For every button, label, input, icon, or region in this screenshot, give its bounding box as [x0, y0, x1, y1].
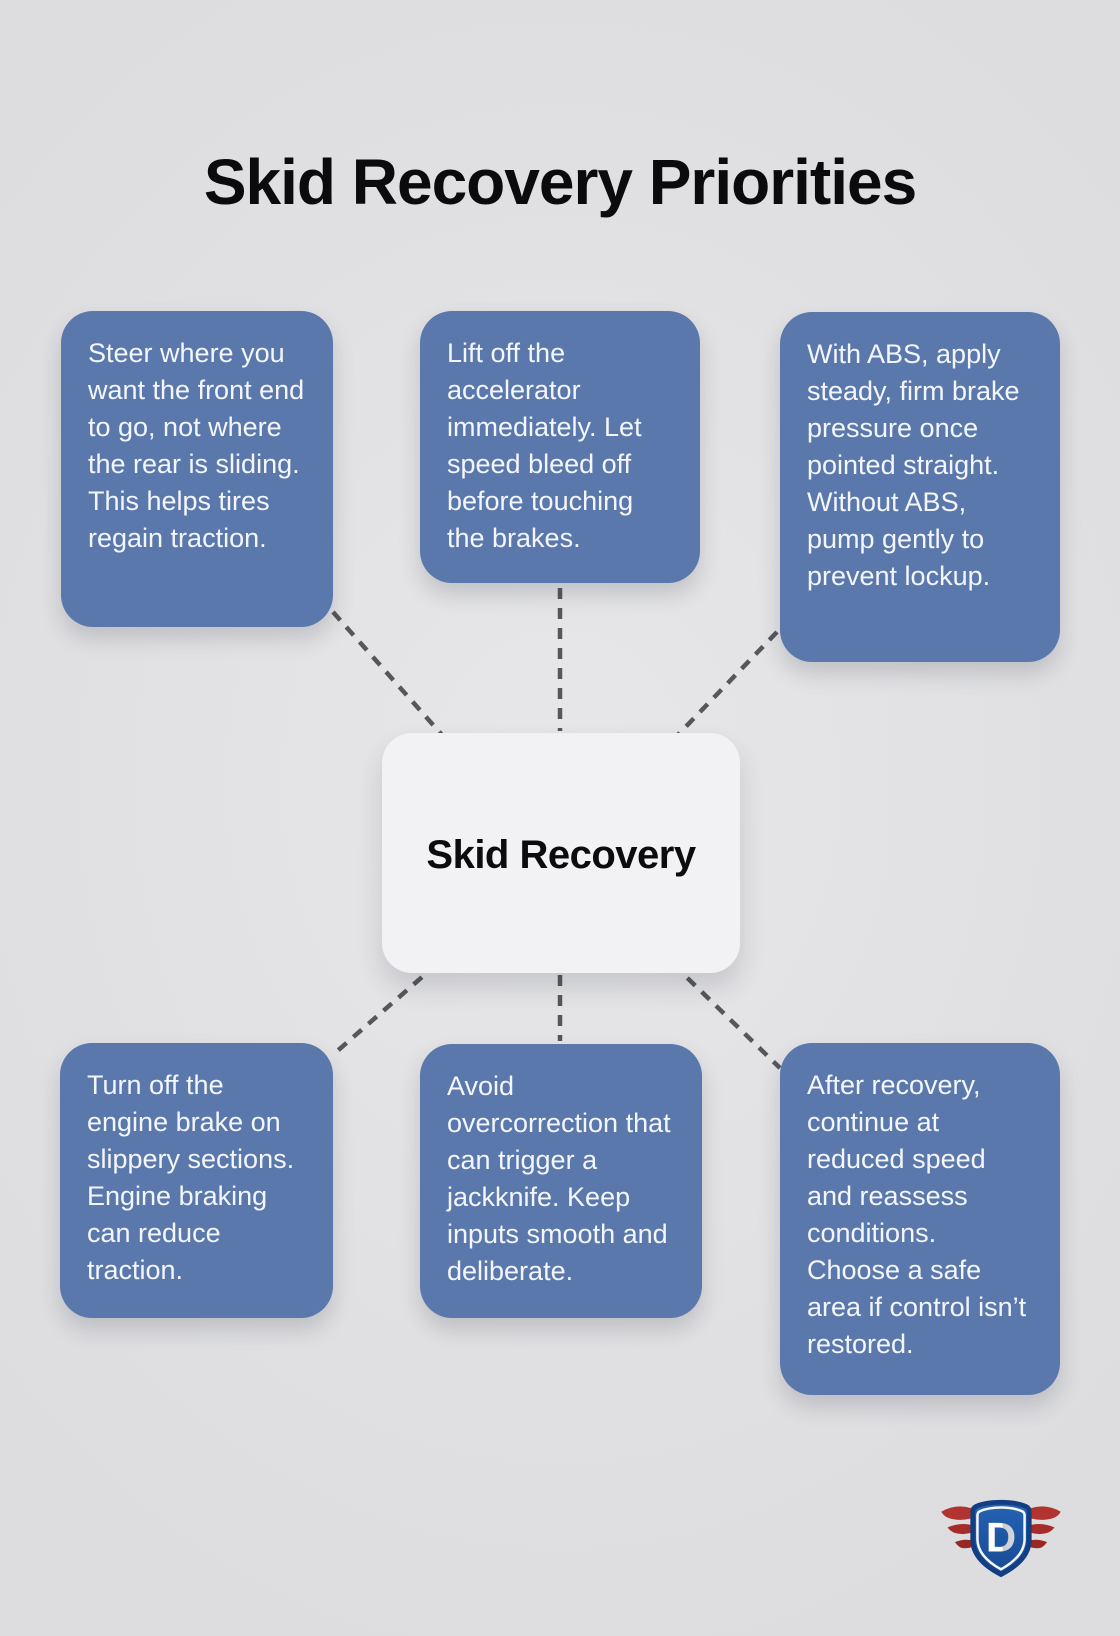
logo-shield-icon [970, 1499, 1032, 1578]
page-title: Skid Recovery Priorities [203, 145, 917, 218]
connector-line-top-right [671, 630, 779, 742]
card-text: With ABS, apply steady, firm brake press… [807, 339, 1020, 591]
card-text: Lift off the accelerator immediately. Le… [447, 338, 642, 553]
card-engine-brake: Turn off the engine brake on slippery se… [60, 1043, 333, 1318]
connector-line-bottom-left [333, 962, 439, 1055]
card-text: Steer where you want the front end to go… [88, 338, 305, 553]
center-node: Skid Recovery [382, 733, 740, 973]
card-text: After recovery, continue at reduced spee… [807, 1070, 1027, 1359]
card-steer-direction: Steer where you want the front end to go… [61, 311, 333, 627]
connector-line-top-left [331, 610, 452, 746]
center-node-label: Skid Recovery [426, 832, 696, 877]
logo-letter: D [986, 1514, 1016, 1561]
card-lift-accelerator: Lift off the accelerator immediately. Le… [420, 311, 700, 583]
card-text: Turn off the engine brake on slippery se… [87, 1070, 295, 1285]
card-abs-braking: With ABS, apply steady, firm brake press… [780, 312, 1060, 662]
brand-logo: D [941, 1499, 1061, 1578]
card-text: Avoid overcorrection that can trigger a … [447, 1071, 671, 1286]
card-after-recovery: After recovery, continue at reduced spee… [780, 1043, 1060, 1395]
card-avoid-overcorrection: Avoid overcorrection that can trigger a … [420, 1044, 702, 1318]
